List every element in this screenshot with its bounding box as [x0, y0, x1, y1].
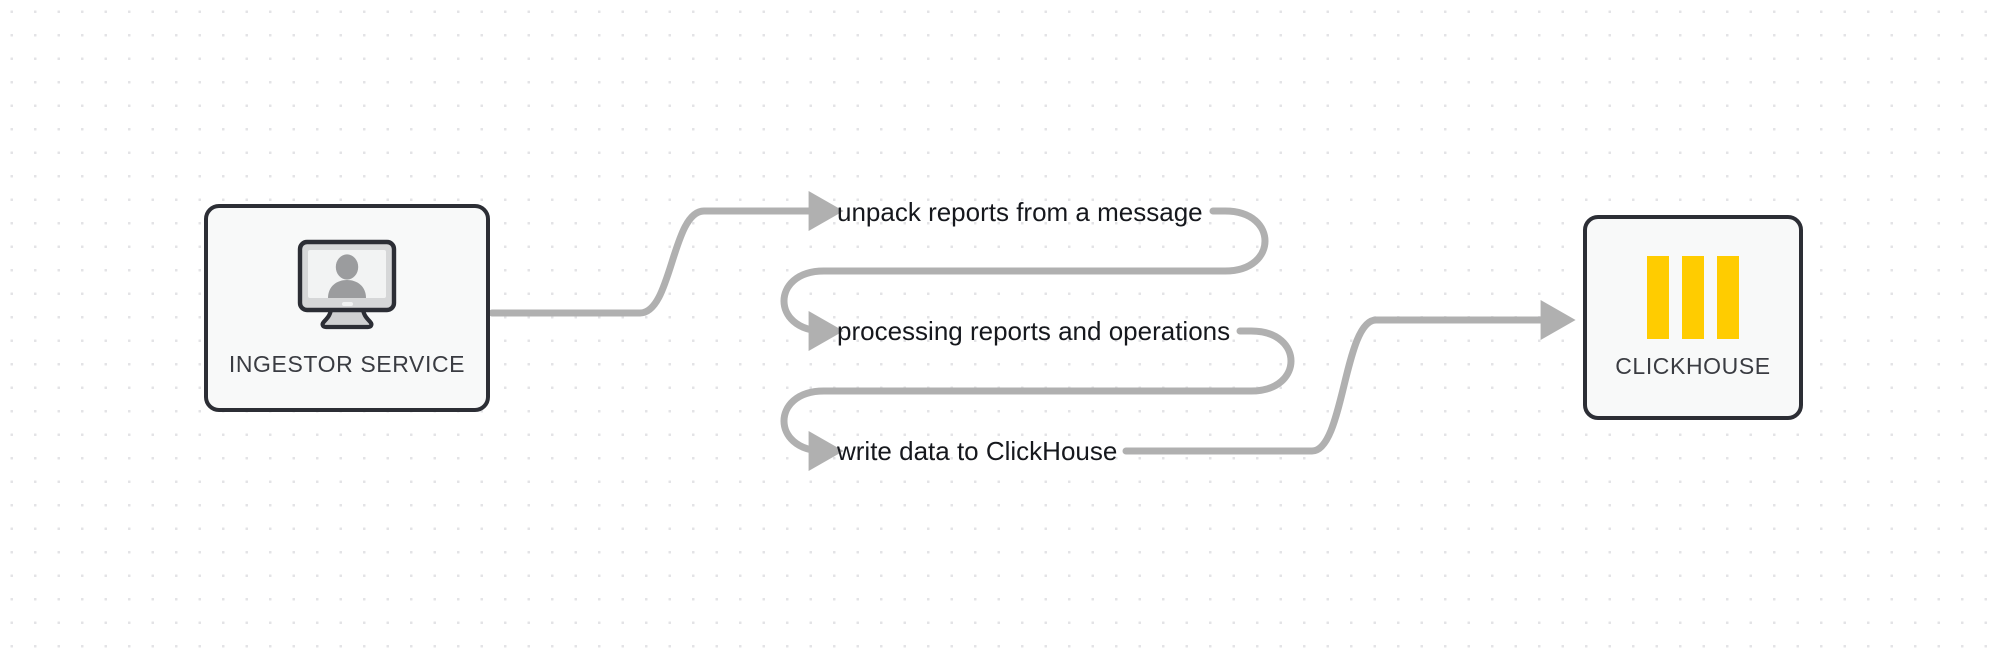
- node-ingestor-service-label: INGESTOR SERVICE: [228, 351, 466, 377]
- node-ingestor-service[interactable]: INGESTOR SERVICE: [204, 204, 490, 412]
- node-clickhouse-label: CLICKHOUSE: [1615, 352, 1771, 379]
- edge-label-unpack-reports: unpack reports from a message: [837, 197, 1203, 227]
- edge-step1-to-step2: [780, 207, 1269, 351]
- edge-step2-to-step3: [780, 327, 1295, 471]
- edge-label-processing-reports: processing reports and operations: [837, 316, 1231, 346]
- clickhouse-bar-1: [1647, 255, 1669, 339]
- node-clickhouse[interactable]: CLICKHOUSE: [1583, 215, 1803, 420]
- edge-label-write-data: write data to ClickHouse: [837, 436, 1118, 466]
- edge-ingestor-to-step1: [488, 191, 844, 317]
- monitor-user-icon: [295, 238, 399, 335]
- clickhouse-bars-icon: [1647, 255, 1739, 339]
- clickhouse-bar-2: [1682, 255, 1704, 339]
- clickhouse-bar-3: [1717, 255, 1739, 339]
